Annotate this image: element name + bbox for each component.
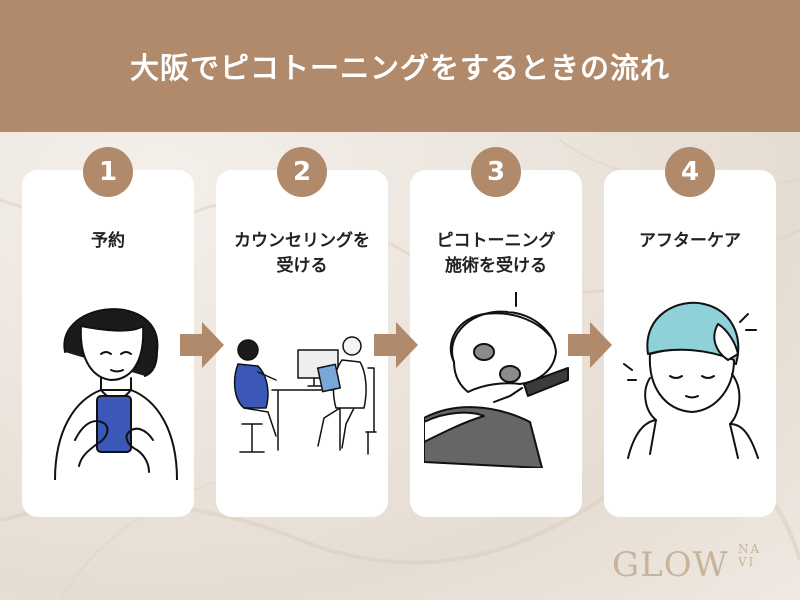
arrow-right-icon — [568, 322, 612, 368]
woman-with-phone-illustration — [54, 308, 178, 480]
step-number-4: 4 — [665, 147, 715, 197]
logo-main-text: GLOW — [612, 545, 729, 585]
step-label-2-line2: 受ける — [276, 256, 328, 276]
arrow-right-icon — [374, 322, 418, 368]
page-title: 大阪でピコトーニングをするときの流れ — [129, 51, 670, 85]
step-number-3: 3 — [471, 147, 521, 197]
logo-sub-bottom: VI — [738, 555, 756, 569]
step-label-4: アフターケア — [604, 229, 776, 254]
step-label-4-line1: アフターケア — [639, 231, 741, 251]
aftercare-illustration — [623, 301, 759, 459]
step-label-1: 予約 — [22, 229, 194, 254]
step-label-1-line1: 予約 — [91, 231, 125, 251]
title-banner: 大阪でピコトーニングをするときの流れ — [0, 0, 800, 132]
step-label-2: カウンセリングを 受ける — [216, 229, 388, 279]
step-number-2: 2 — [277, 147, 327, 197]
step-label-3-line2: 施術を受ける — [445, 256, 547, 276]
step-number-1: 1 — [83, 147, 133, 197]
laser-treatment-illustration — [424, 292, 569, 468]
arrow-right-icon — [180, 322, 224, 368]
glownavi-logo: GLOW NA VI — [612, 543, 759, 586]
step-label-3-line1: ピコトーニング — [436, 231, 556, 251]
logo-sub-text: NA VI — [738, 543, 761, 569]
logo-sub-top: NA — [738, 542, 762, 556]
counseling-illustration — [233, 336, 377, 455]
step-label-2-line1: カウンセリングを — [234, 231, 370, 251]
step-label-3: ピコトーニング 施術を受ける — [410, 229, 582, 279]
